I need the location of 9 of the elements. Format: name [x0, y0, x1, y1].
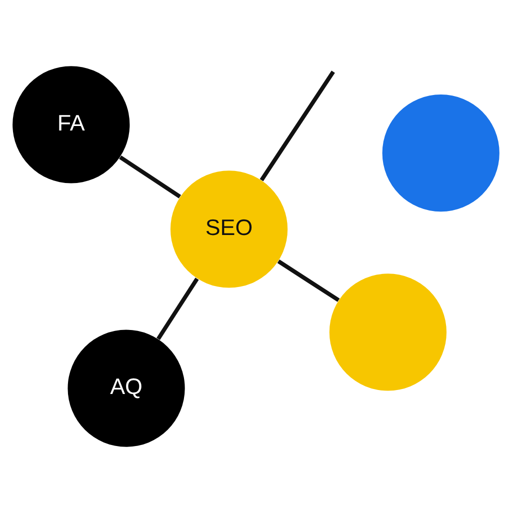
node-circle: [382, 94, 500, 212]
connector: [156, 277, 199, 340]
connector: [277, 259, 340, 302]
node-circle: AQ: [68, 329, 185, 446]
node-circle: FA: [12, 66, 130, 183]
node-circle: [329, 273, 447, 390]
connector: [260, 70, 335, 181]
node-circle: SEO: [170, 170, 288, 288]
connector: [119, 154, 182, 198]
